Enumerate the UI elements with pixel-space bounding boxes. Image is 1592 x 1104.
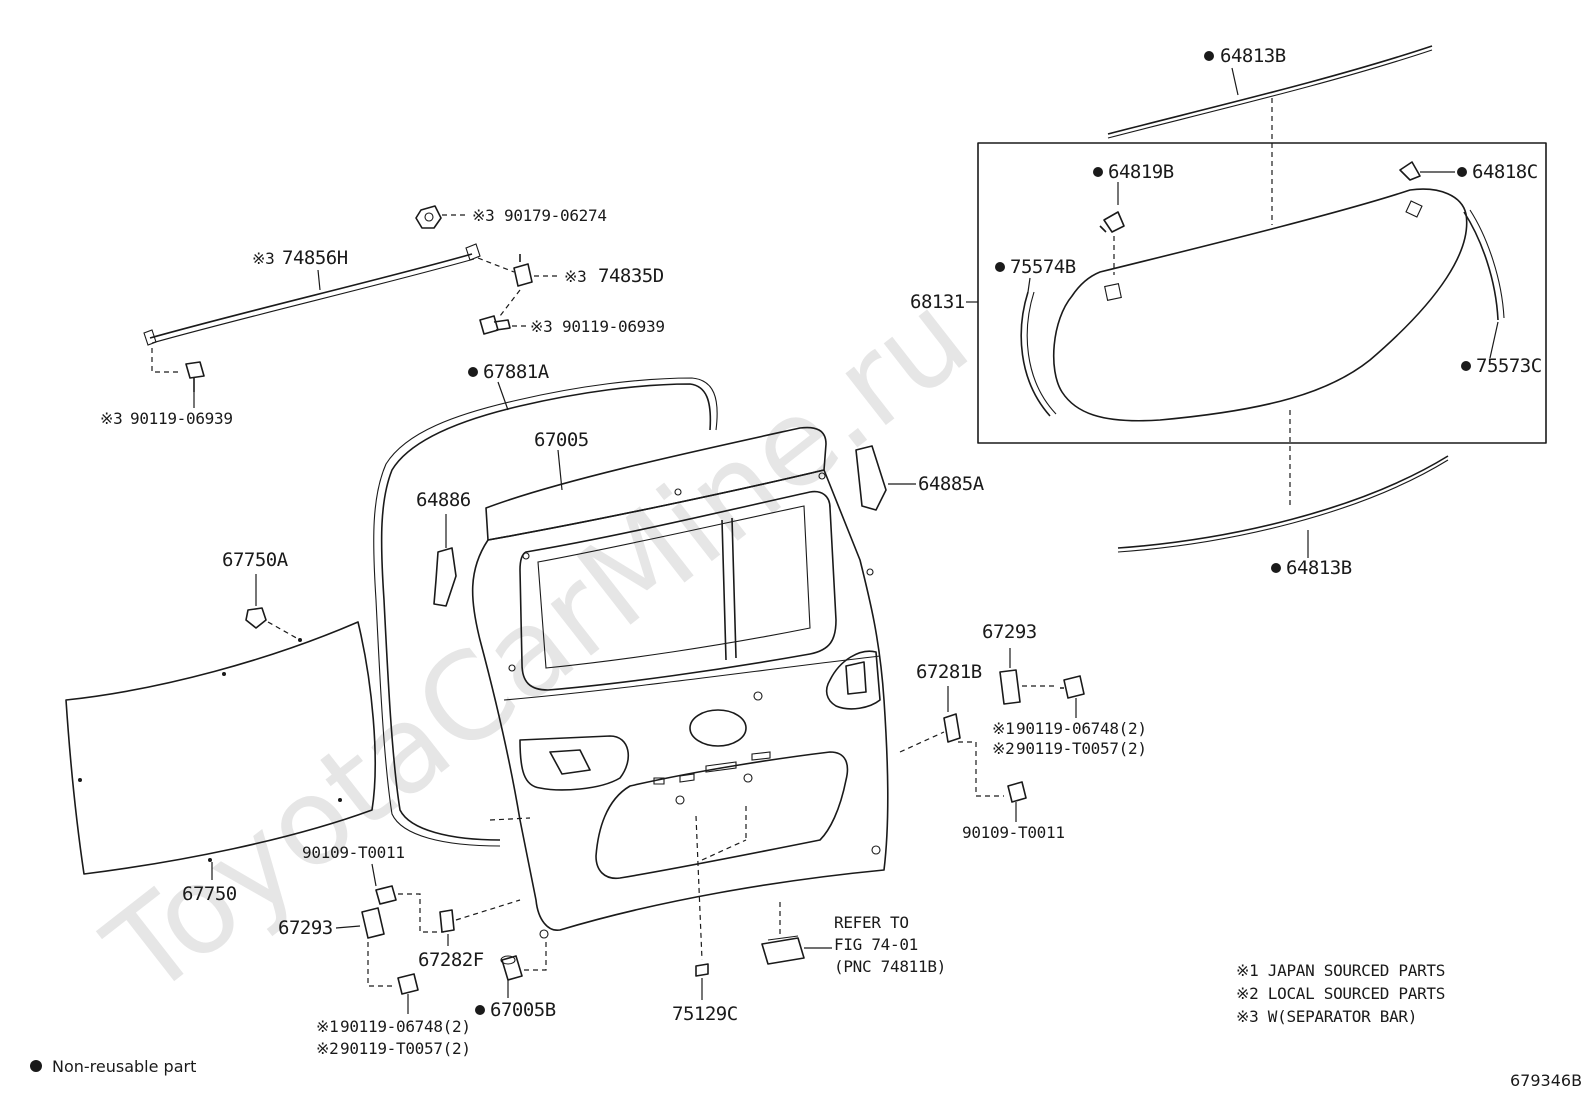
label-90109-t0011-left: 90109-T0011 [302,843,405,862]
label-64819b: 64819B [1108,161,1174,183]
back-door-panel-67005: 67005 [471,426,889,939]
label-67005: 67005 [534,429,589,451]
separator-bar-group: ※3 74856H ※3 90179-06274 ※3 74835D ※3 90… [100,205,665,428]
label-64813b-top: 64813B [1220,45,1286,67]
stopper-64818c [1399,161,1421,181]
bolt-90119-06939-right [479,315,511,335]
legend: Non-reusable part [30,1057,196,1076]
label-67750a: 67750A [222,549,289,571]
notes-block: ※1 JAPAN SOURCED PARTS ※2 LOCAL SOURCED … [1236,961,1445,1026]
note-1: ※1 JAPAN SOURCED PARTS [1236,961,1445,980]
stay-64885a: 64885A [855,445,985,511]
weatherstrip-67881a: 67881A [373,361,718,847]
screw-90109-t0011-left [375,885,397,905]
svg-text:※3: ※3 [252,249,274,268]
dam-75574b [1020,291,1051,417]
label-90119-t0057-left: 90119-T0057(2) [340,1039,471,1058]
label-74835d: 74835D [598,265,664,287]
svg-text:※1: ※1 [316,1017,338,1036]
refer-to-group: REFER TO FIG 74-01 (PNC 74811B) [761,902,946,976]
label-90119-06748-left: 90119-06748(2) [340,1017,471,1036]
screw-90109-t0011-right [1007,781,1027,803]
label-90119-06939-left: 90119-06939 [130,409,233,428]
label-67750: 67750 [182,883,237,905]
stay-64886: 64886 [416,489,471,607]
svg-text:※2: ※2 [316,1039,338,1058]
label-64813b-bottom: 64813B [1286,557,1352,579]
glass-group-box [977,142,1547,444]
label-90109-t0011-right: 90109-T0011 [962,823,1065,842]
clip-67750a [245,607,267,629]
cushion-67005b [501,955,523,981]
stopper-67293-right [999,669,1021,705]
label-68131: 68131 [910,291,965,313]
label-64885a: 64885A [918,473,985,495]
label-75129c: 75129C [672,1003,738,1025]
right-fasteners: 67293 ※1 90119-06748(2) ※2 90119-T0057(2… [899,621,1147,842]
refer-to-line3: (PNC 74811B) [834,957,946,976]
separator-bar-74856h [149,253,473,339]
nut-90179-06274 [415,205,442,229]
legend-text: Non-reusable part [52,1057,196,1076]
retainer-67282f [439,909,455,933]
moulding-64813b-bottom [1117,455,1449,549]
left-fasteners: 90109-T0011 67282F 67293 ※1 90119-06748(… [278,817,556,1058]
label-67881a: 67881A [483,361,550,383]
moulding-64813b-top [1107,45,1433,135]
refer-to-line1: REFER TO [834,913,909,932]
label-75573c: 75573C [1476,355,1542,377]
bolt-90119-06939-left [185,361,205,392]
label-67293-right: 67293 [982,621,1037,643]
back-door-glass [1052,188,1468,422]
bolt-90119-06748-right [1060,675,1085,699]
label-74856h: 74856H [282,247,348,269]
bolt-90119-06748-left [397,973,419,995]
svg-text:※3: ※3 [530,317,552,336]
label-67281b: 67281B [916,661,982,683]
legend-dot-icon [30,1060,42,1072]
label-75574b: 75574B [1010,256,1076,278]
clip-75129c [695,963,709,977]
note-3: ※3 W(SEPARATOR BAR) [1236,1007,1417,1026]
bracket-74835d [513,254,533,287]
glass-group: 64813B 64819B 64818C 75574B 75573C [910,45,1547,579]
svg-text:※3: ※3 [100,409,122,428]
label-64886: 64886 [416,489,471,511]
svg-text:※3: ※3 [564,267,586,286]
label-90119-06939-right: 90119-06939 [562,317,665,336]
refer-to-line2: FIG 74-01 [834,935,918,954]
label-67005b: 67005B [490,999,556,1021]
svg-text:※3: ※3 [472,206,494,225]
label-67282f: 67282F [418,949,484,971]
non-reusable-dot [1204,51,1214,61]
label-64818c: 64818C [1472,161,1538,183]
retainer-67281b [943,713,961,743]
lamp-74811b [761,937,805,965]
label-90119-t0057-right: 90119-T0057(2) [1016,739,1147,758]
label-90179-06274: 90179-06274 [504,206,607,225]
figure-id: 679346B [1510,1071,1582,1090]
label-90119-06748-right: 90119-06748(2) [1016,719,1147,738]
trim-board-67750: 67750 67750A [65,549,376,905]
note-2: ※2 LOCAL SOURCED PARTS [1236,984,1445,1003]
label-67293-left: 67293 [278,917,333,939]
svg-text:※1: ※1 [992,719,1014,738]
stopper-67293-left [361,907,385,939]
svg-text:※2: ※2 [992,739,1014,758]
clip-64819b [1099,211,1125,233]
clip-75129c-group: 75129C [672,806,747,1025]
dam-75573c [1463,211,1499,321]
